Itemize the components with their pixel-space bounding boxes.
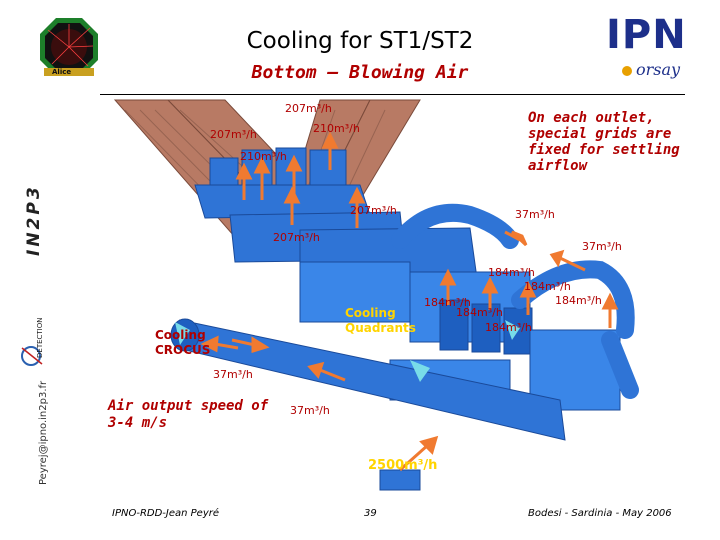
flow-label: 37m³/h bbox=[213, 368, 253, 381]
flow-label: 207m³/h bbox=[273, 231, 320, 244]
flow-label: 184m³/h bbox=[424, 296, 471, 309]
orsay-text: orsay bbox=[636, 60, 681, 79]
flow-label: 184m³/h bbox=[485, 321, 532, 334]
ipn-letters: IPN bbox=[606, 12, 687, 58]
flow-label: 184m³/h bbox=[524, 280, 571, 293]
cooling-quadrants-label: Cooling Quadrants bbox=[345, 306, 416, 335]
flow-label: 210m³/h bbox=[313, 122, 360, 135]
footer-event: Bodesi - Sardinia - May 2006 bbox=[528, 508, 672, 519]
quadrant-boxes bbox=[299, 261, 621, 411]
main-flow-label: 2500m³/h bbox=[368, 458, 438, 473]
alice-logo: Alice bbox=[38, 16, 100, 78]
flow-label: 184m³/h bbox=[456, 306, 503, 319]
speed-note: Air output speed of 3-4 m/s bbox=[108, 398, 269, 431]
flow-label: 37m³/h bbox=[290, 404, 330, 417]
orsay-dot-icon bbox=[622, 66, 632, 76]
page-number: 39 bbox=[364, 508, 377, 519]
flow-label: 207m³/h bbox=[285, 102, 332, 115]
in2p3-logo: IN2P3 bbox=[24, 184, 44, 256]
flow-label: 210m³/h bbox=[240, 150, 287, 163]
flow-label: 37m³/h bbox=[515, 208, 555, 221]
contact-email: Peyrej@ipno.in2p3.fr bbox=[38, 380, 49, 485]
outlet-note: On each outlet, special grids are fixed … bbox=[528, 110, 680, 174]
flow-label: 207m³/h bbox=[350, 204, 397, 217]
detection-badge: DETECTION bbox=[20, 318, 46, 372]
title-divider bbox=[100, 94, 685, 95]
ipn-logo: IPN orsay bbox=[606, 12, 702, 82]
flow-label: 207m³/h bbox=[210, 128, 257, 141]
flow-arrows bbox=[200, 131, 619, 472]
flow-label: 184m³/h bbox=[488, 266, 535, 279]
page-subtitle: Bottom – Blowing Air bbox=[251, 62, 469, 83]
flow-label: 184m³/h bbox=[555, 294, 602, 307]
cooling-illustration bbox=[113, 99, 639, 491]
footer-author: IPNO-RDD-Jean Peyré bbox=[112, 508, 220, 519]
flow-label: 37m³/h bbox=[582, 240, 622, 253]
page-title: Cooling for ST1/ST2 bbox=[246, 28, 474, 54]
crocus-tube bbox=[170, 318, 566, 441]
cooling-crocus-label: Cooling CROCUS bbox=[155, 328, 211, 357]
